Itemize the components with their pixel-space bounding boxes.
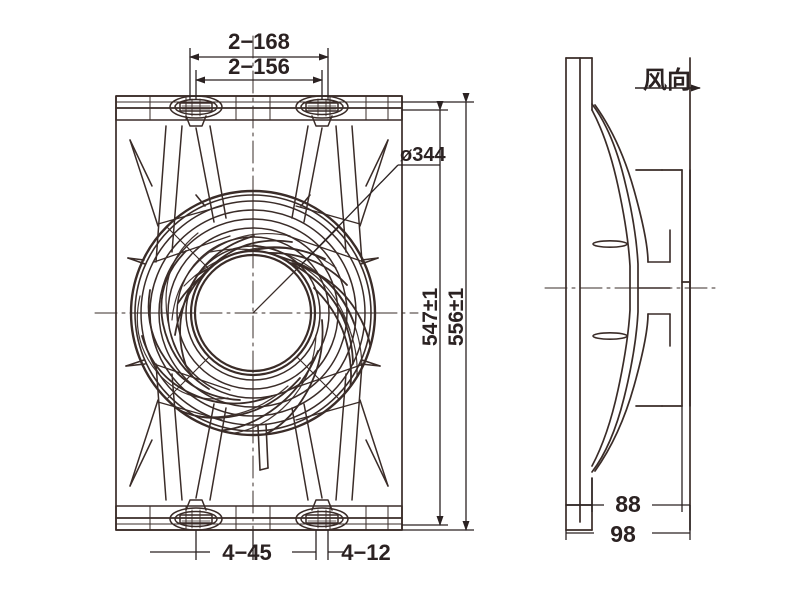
dim-side-inner: [566, 406, 690, 512]
guard-retaining-tabs: [125, 194, 381, 367]
guard-lower-tab: [257, 423, 269, 471]
dim-label-top-inner: 2−156: [228, 54, 290, 79]
dimension-labels: 2−168 2−156 ø344 547±1 556±1 4−45 4−12 8…: [222, 29, 691, 565]
side-face-ribs: [592, 240, 628, 340]
top-mount-boss-left: [169, 95, 223, 127]
side-venturi-step-bottom: [647, 313, 671, 347]
dim-label-bottom-left: 4−45: [222, 540, 272, 565]
dimension-annotations: [150, 48, 701, 560]
shroud-ribs-top: [129, 125, 389, 263]
dim-label-side-inner: 88: [615, 491, 641, 517]
dim-label-diameter: ø344: [400, 144, 446, 166]
side-shroud-profile-bottom: [591, 287, 649, 473]
dim-label-side-outer: 98: [610, 521, 636, 547]
dim-bottom-right: [292, 530, 344, 560]
dim-diameter-leader: [299, 164, 440, 267]
dim-side-outer: [565, 505, 691, 540]
dim-bottom-left: [150, 530, 254, 560]
bottom-mount-boss-right: [295, 499, 349, 531]
side-shroud-profile-top: [591, 103, 649, 289]
dim-label-top-outer: 2−168: [228, 29, 290, 54]
dim-height-outer: [402, 93, 474, 531]
top-mounting-bar: [115, 95, 403, 121]
airflow-label: 风向: [643, 66, 691, 94]
dim-height-inner: [402, 101, 448, 526]
dim-label-height-inner: 547±1: [419, 288, 442, 347]
dim-top-inner: [195, 70, 323, 100]
dim-label-bottom-right: 4−12: [341, 540, 391, 565]
side-view: [544, 57, 717, 531]
dim-label-height-outer: 556±1: [445, 288, 468, 347]
dim-top-outer: [189, 48, 329, 100]
